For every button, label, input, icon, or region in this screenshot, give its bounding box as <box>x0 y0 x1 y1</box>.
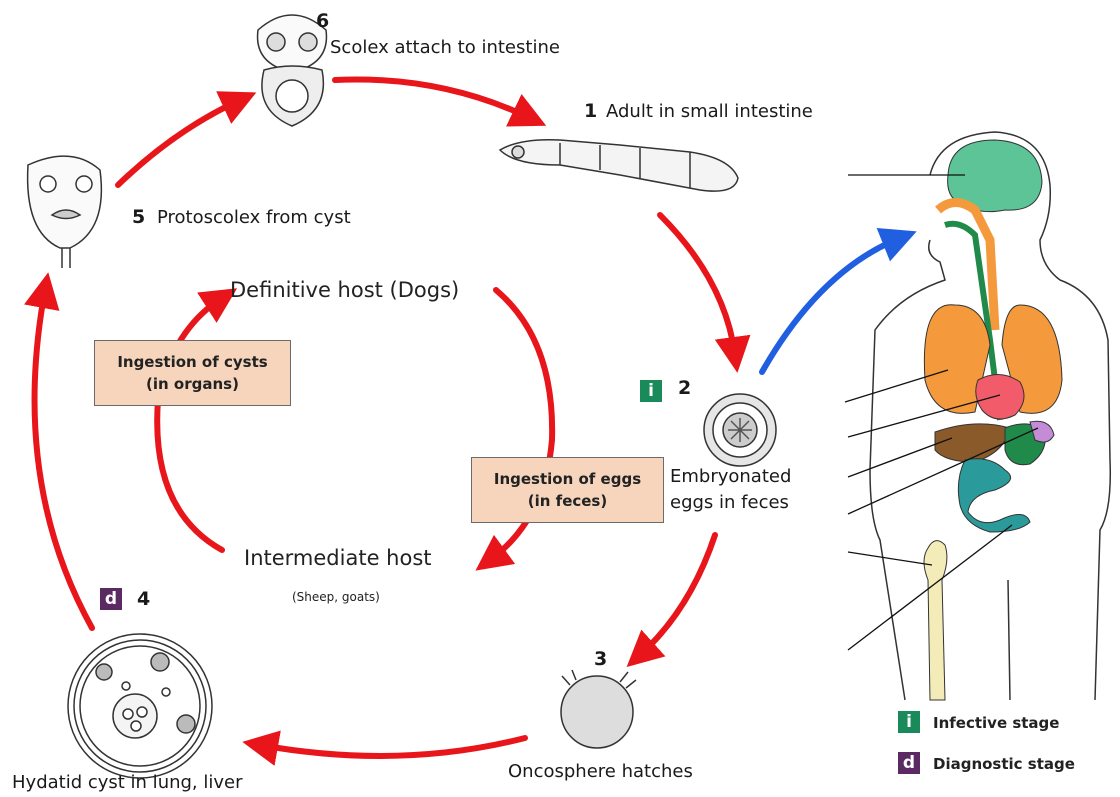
stage-1-label: Adult in small intestine <box>606 101 813 122</box>
oncosphere-illustration <box>561 670 636 748</box>
stage-4-number: 4 <box>137 588 150 610</box>
intestines <box>958 459 1030 532</box>
stage-5-number: 5 <box>132 206 145 228</box>
adult-worm-illustration <box>500 140 738 191</box>
ingestion-of-eggs-box: Ingestion of eggs (in feces) <box>471 457 664 523</box>
definitive-host-label: Definitive host (Dogs) <box>230 278 459 302</box>
arrow-6-to-1 <box>335 79 530 118</box>
ingestion-of-eggs-line1: Ingestion of eggs <box>472 468 663 490</box>
infective-badge: i <box>640 380 662 402</box>
hydatid-cyst-illustration <box>68 634 212 778</box>
outer-cycle-arrows <box>35 79 735 755</box>
legend-infective-label: Infective stage <box>933 714 1059 732</box>
stage-2-label-line2: eggs in feces <box>670 492 789 513</box>
diagnostic-badge: d <box>100 588 122 610</box>
legend-diagnostic-badge: d <box>898 752 920 774</box>
legend-diagnostic-label: Diagnostic stage <box>933 755 1075 773</box>
heart <box>976 374 1024 419</box>
ingestion-of-cysts-line1: Ingestion of cysts <box>95 351 290 373</box>
intermediate-host-examples: (Sheep, goats) <box>292 590 380 604</box>
arrow-to-human <box>762 238 900 372</box>
stage-3-label: Oncosphere hatches <box>508 761 693 782</box>
arrow-5-to-6 <box>118 100 240 185</box>
stage-5-label: Protoscolex from cyst <box>157 207 351 228</box>
intermediate-host-label: Intermediate host <box>244 546 432 570</box>
ingestion-of-eggs-line2: (in feces) <box>472 490 663 512</box>
arrow-1-to-2 <box>660 215 735 355</box>
legend-infective-badge: i <box>898 711 920 733</box>
arrow-intermediate-to-definitive <box>157 298 222 550</box>
stage-4-label: Hydatid cyst in lung, liver <box>12 772 243 793</box>
stage-1-number: 1 <box>584 100 597 122</box>
arrow-4-to-5 <box>35 290 92 628</box>
human-figure <box>870 132 1110 700</box>
arrow-2-to-3 <box>640 535 715 655</box>
stage-2-label-line1: Embryonated <box>670 466 791 487</box>
stage-2-number: 2 <box>678 377 691 399</box>
egg-illustration <box>704 394 776 466</box>
arrow-3-to-4 <box>260 738 525 756</box>
stage-6-label: Scolex attach to intestine <box>330 37 560 58</box>
ingestion-of-cysts-line2: (in organs) <box>95 373 290 395</box>
protoscolex-illustration <box>28 156 102 268</box>
ingestion-of-cysts-box: Ingestion of cysts (in organs) <box>94 340 291 406</box>
liver <box>935 424 1010 462</box>
stage-3-number: 3 <box>594 648 607 670</box>
stage-6-number: 6 <box>316 10 329 32</box>
